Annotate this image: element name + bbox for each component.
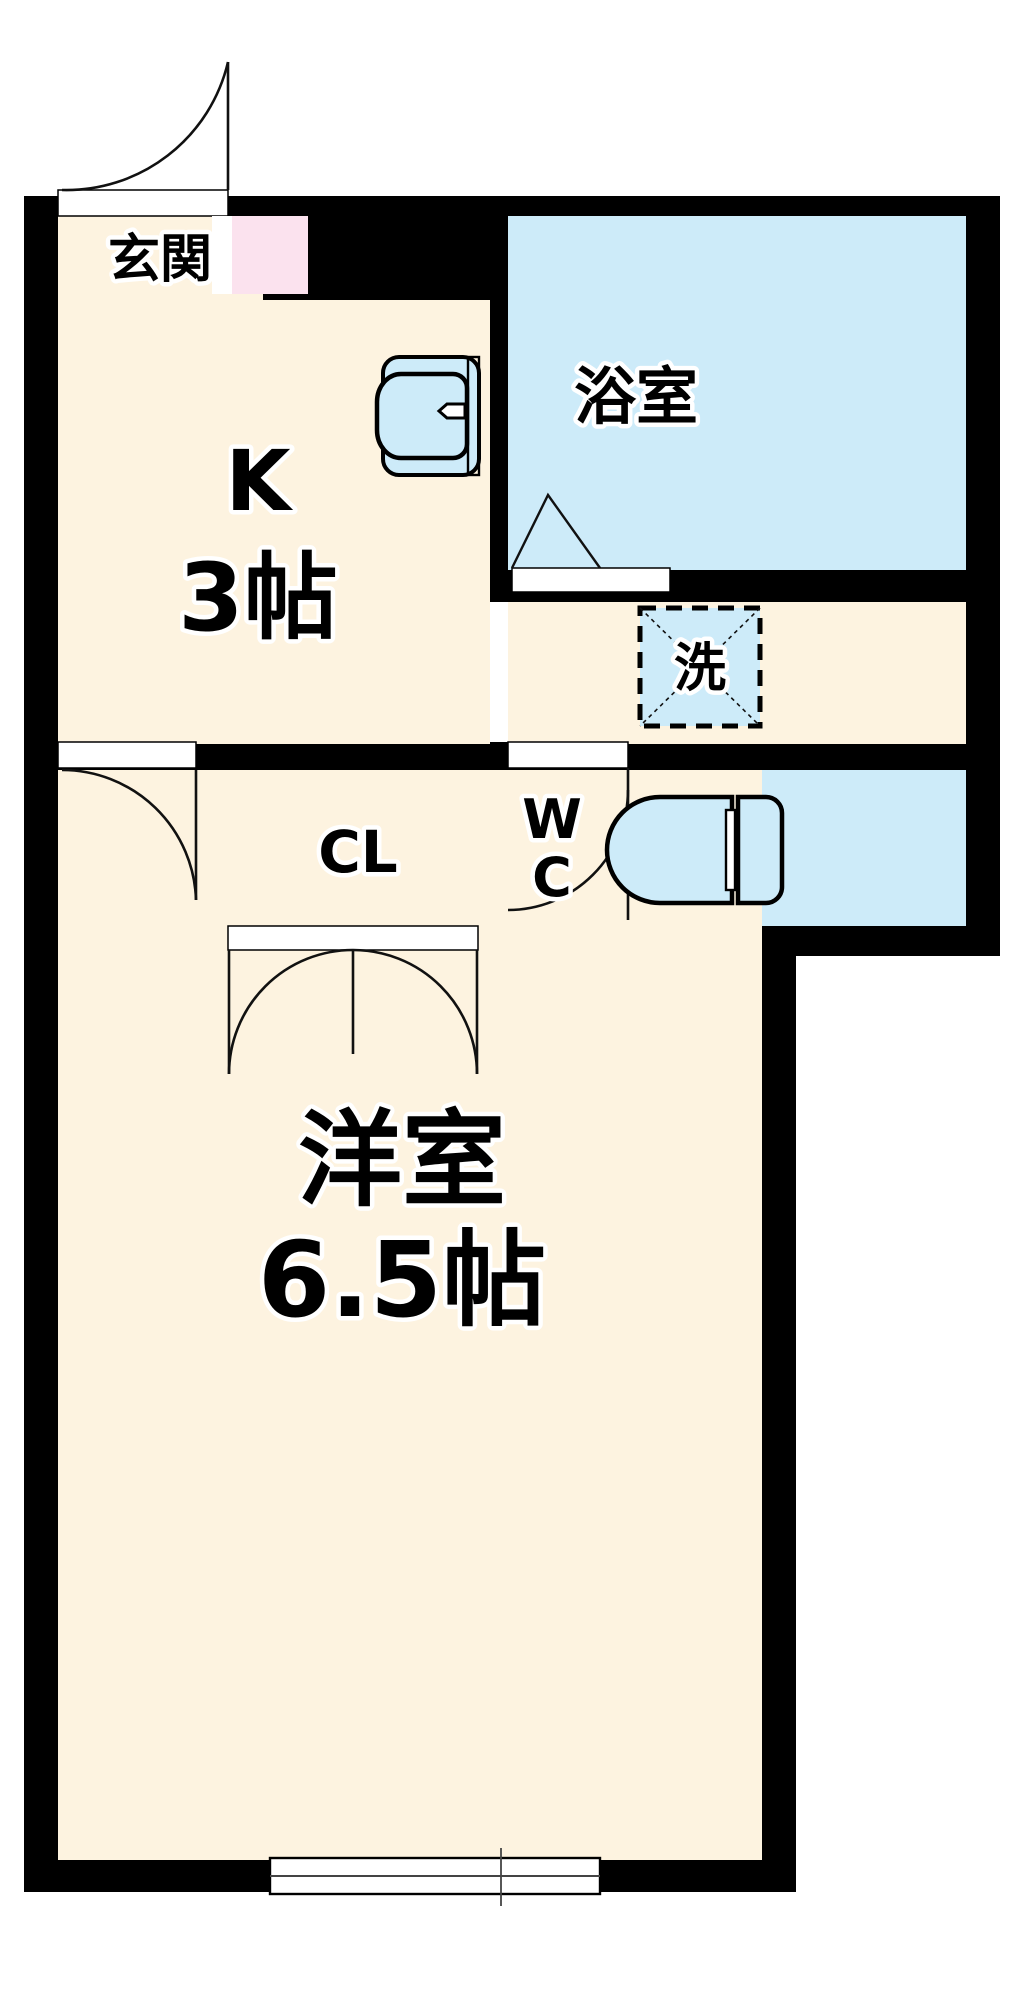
kitchen-faucet-icon [436, 402, 467, 420]
toilet-bowl [604, 794, 735, 906]
room-shoe-closet-floor[interactable] [228, 216, 308, 294]
bath-folding-door-marker-icon [510, 492, 601, 569]
wall-left-bedroom [24, 742, 58, 1892]
room-labels: 玄関 K 3帖 浴室 洗 W C CL 洋室 6.5帖 [103, 226, 730, 1346]
laundry-washer-box [637, 605, 763, 729]
room-fills [58, 216, 966, 1860]
opening-kitchen-door [57, 741, 197, 769]
opening-bedroom-door [227, 925, 479, 951]
wall-right-upper [966, 196, 1000, 582]
opening-genkan-inner [212, 216, 232, 294]
label-bedroom-line1: 洋室 [298, 1099, 506, 1221]
kitchen-door-arc [61, 768, 198, 901]
label-bathroom: 浴室 [574, 360, 698, 433]
wall-right-bedroom [762, 742, 796, 1892]
wall-left-upper [24, 196, 58, 762]
label-kitchen-line2: 3帖 [178, 544, 337, 653]
opening-bathroom [511, 567, 671, 593]
door-openings [57, 189, 671, 951]
toilet-fixture[interactable] [604, 794, 785, 906]
door-swings [61, 61, 630, 1075]
label-closet: CL [318, 818, 398, 886]
label-kitchen-line1: K [225, 432, 293, 530]
label-genkan: 玄関 [108, 230, 212, 290]
bedroom-door-arc-left [227, 948, 354, 1075]
balcony-sliding-window[interactable] [268, 1848, 602, 1906]
entrance-door-arc [61, 61, 230, 192]
label-bedroom-line2: 6.5帖 [258, 1219, 546, 1341]
kitchen-sink[interactable] [374, 355, 481, 477]
opening-kitchen-hall [507, 741, 629, 769]
room-bathroom-floor [508, 216, 966, 570]
toilet-tank [735, 794, 785, 906]
opening-entrance [57, 189, 229, 217]
toilet-seat-hinge [724, 808, 737, 892]
label-wc-line1: W [522, 788, 582, 851]
room-bedroom-floor [58, 770, 762, 1860]
kitchen-sink-basin [374, 371, 470, 461]
bedroom-door-arc-right [352, 948, 479, 1075]
laundry-washer-space[interactable] [637, 605, 763, 729]
label-laundry: 洗 [674, 639, 726, 699]
label-wc-line2: C [532, 846, 572, 909]
